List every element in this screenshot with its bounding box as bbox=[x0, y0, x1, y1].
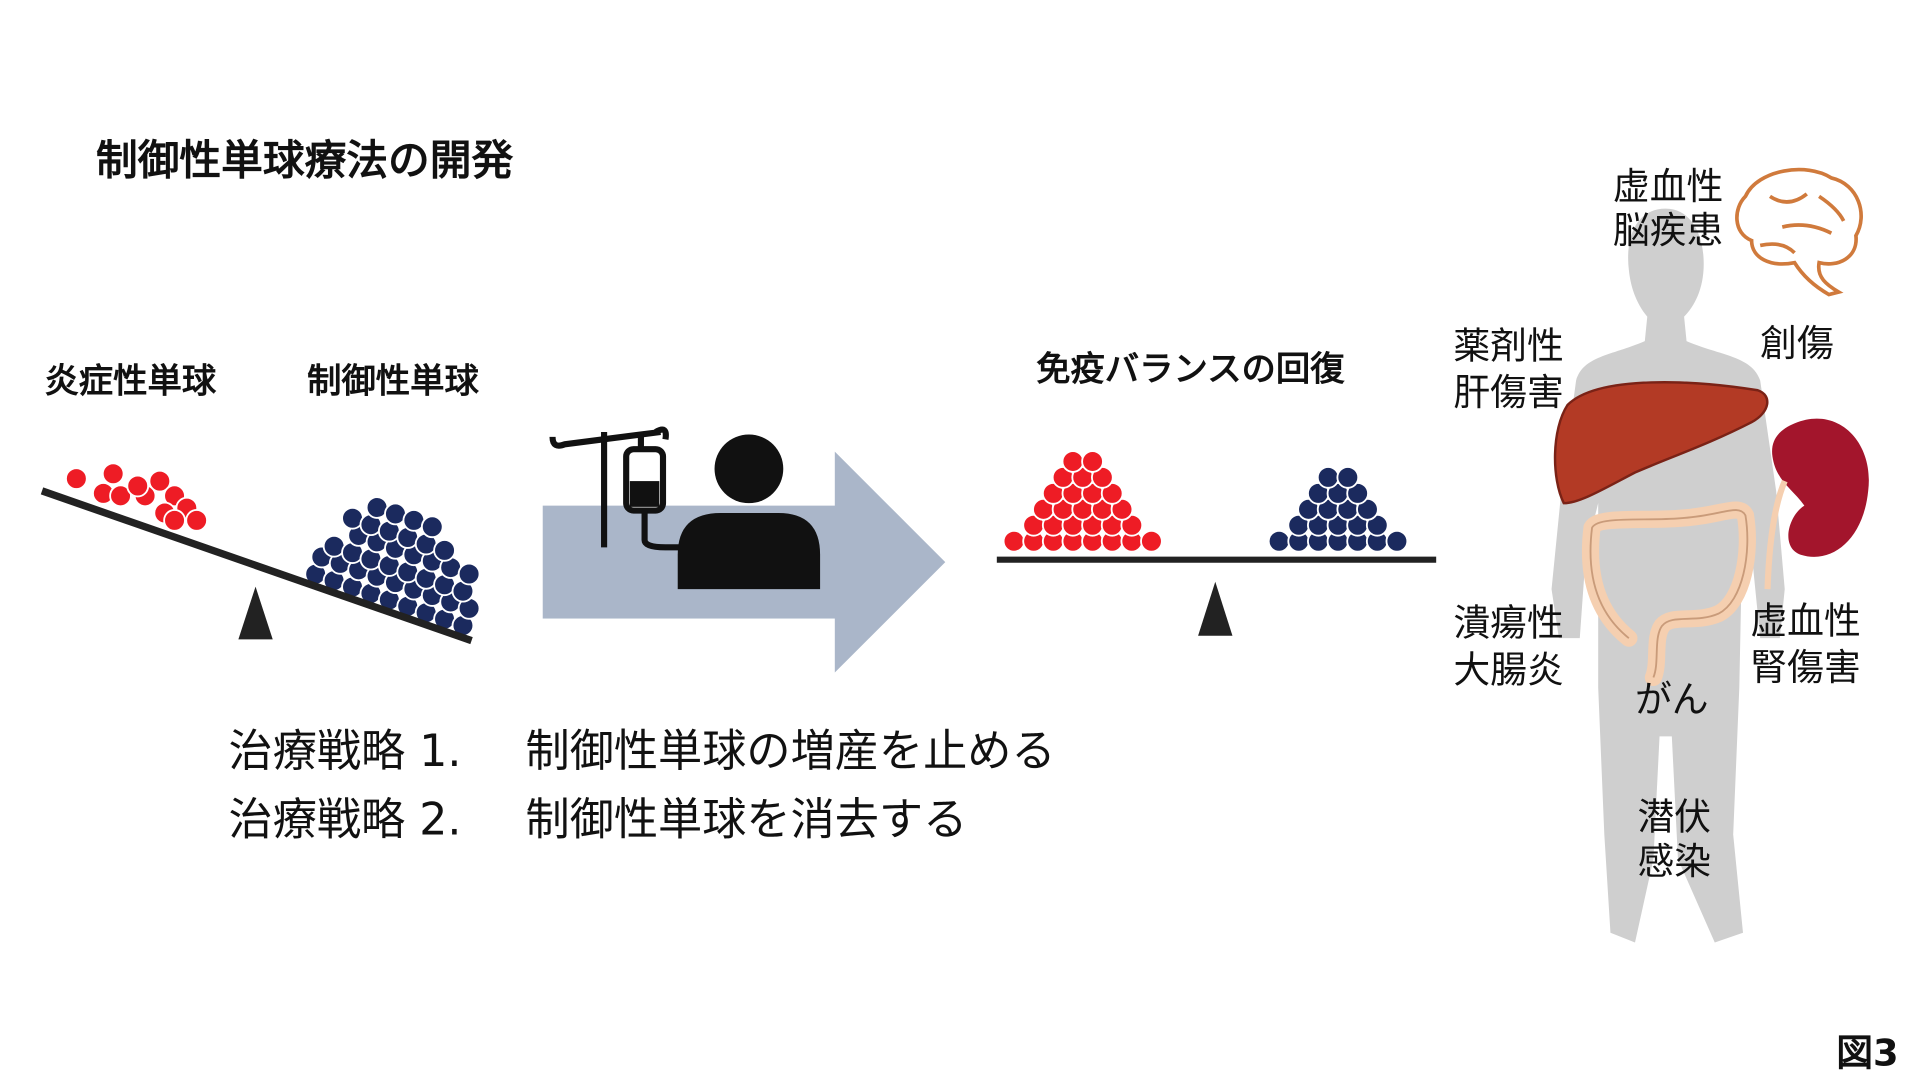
immune-balance-recovery-label: 免疫バランスの回復 bbox=[1036, 349, 1345, 389]
figure-label: 図3 bbox=[1836, 1031, 1898, 1074]
regulatory-monocyte-dot bbox=[457, 562, 481, 586]
patient-icon bbox=[677, 434, 821, 590]
inflammatory-monocyte-dot bbox=[1061, 450, 1085, 473]
liver-icon bbox=[1553, 381, 1769, 505]
regulatory-monocyte-dot bbox=[1267, 529, 1291, 553]
inflammatory-monocyte-dot bbox=[65, 467, 88, 490]
disease-latent-2: 感染 bbox=[1637, 840, 1711, 883]
regulatory-monocyte-dot bbox=[1316, 466, 1340, 489]
disease-liver-2: 肝傷害 bbox=[1453, 371, 1563, 414]
regulatory-monocyte-label: 制御性単球 bbox=[307, 362, 479, 402]
left-balance-cells bbox=[65, 462, 481, 637]
strategy-1-label: 治療戦略 1. bbox=[229, 726, 462, 777]
inflammatory-monocyte-dot bbox=[1081, 450, 1104, 473]
kidney-icon bbox=[1772, 418, 1869, 557]
inflammatory-monocyte-dot bbox=[101, 462, 125, 486]
right-balance-cells bbox=[1002, 450, 1409, 553]
regulatory-monocyte-dot bbox=[433, 539, 456, 562]
disease-wound: 創傷 bbox=[1760, 322, 1834, 365]
disease-kidney-2: 腎傷害 bbox=[1750, 646, 1860, 689]
disease-latent-1: 潜伏 bbox=[1637, 796, 1711, 839]
disease-liver-1: 薬剤性 bbox=[1453, 324, 1563, 367]
left-balance-beam bbox=[40, 487, 473, 645]
inflammatory-monocyte-dot bbox=[109, 484, 132, 508]
regulatory-monocyte-dot bbox=[420, 515, 444, 539]
page-title: 制御性単球療法の開発 bbox=[96, 135, 513, 184]
inflammatory-monocyte-dot bbox=[185, 509, 208, 532]
inflammatory-monocyte-label: 炎症性単球 bbox=[44, 362, 216, 402]
inflammatory-monocyte-dot bbox=[1140, 529, 1163, 553]
disease-brain-2: 脳疾患 bbox=[1613, 209, 1723, 252]
strategy-2-label: 治療戦略 2. bbox=[229, 795, 462, 846]
right-fulcrum bbox=[1198, 581, 1233, 636]
disease-kidney-1: 虚血性 bbox=[1750, 599, 1860, 642]
left-fulcrum bbox=[238, 586, 273, 640]
iv-drip-icon bbox=[549, 426, 703, 551]
colon-outline bbox=[1589, 509, 1749, 678]
disease-brain-1: 虚血性 bbox=[1613, 165, 1723, 208]
brain-icon bbox=[1735, 167, 1863, 297]
strategy-1-text: 制御性単球の増産を止める bbox=[526, 726, 1056, 777]
inflammatory-monocyte-dot bbox=[126, 474, 150, 498]
regulatory-monocyte-dot bbox=[1385, 529, 1409, 553]
disease-colitis-1: 潰瘍性 bbox=[1453, 602, 1563, 645]
disease-cancer: がん bbox=[1635, 678, 1709, 721]
disease-colitis-2: 大腸炎 bbox=[1453, 648, 1563, 691]
ureter-icon bbox=[1764, 479, 1788, 590]
inflammatory-monocyte-dot bbox=[163, 509, 186, 532]
inflammatory-monocyte-dot bbox=[148, 469, 172, 493]
inflammatory-monocyte-dot bbox=[1002, 529, 1026, 553]
strategy-2-text: 制御性単球を消去する bbox=[526, 795, 968, 846]
regulatory-monocyte-dot bbox=[1336, 466, 1360, 489]
